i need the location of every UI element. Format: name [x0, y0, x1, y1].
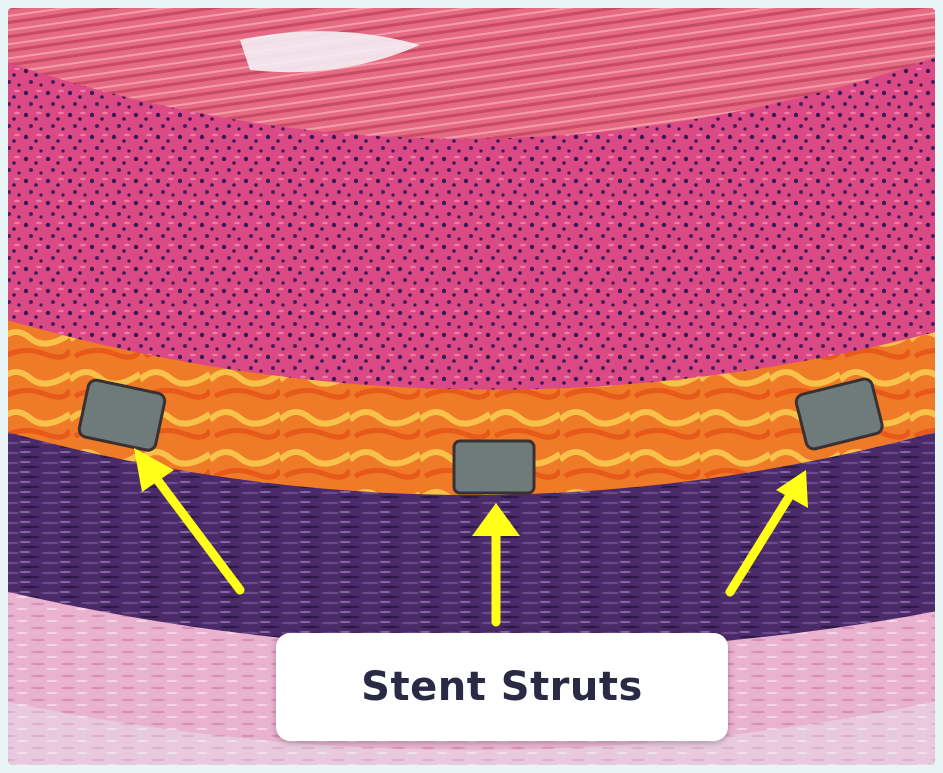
stent-struts-callout: Stent Struts [276, 633, 728, 741]
strut-center [454, 441, 534, 493]
stent-struts-label: Stent Struts [361, 664, 643, 710]
